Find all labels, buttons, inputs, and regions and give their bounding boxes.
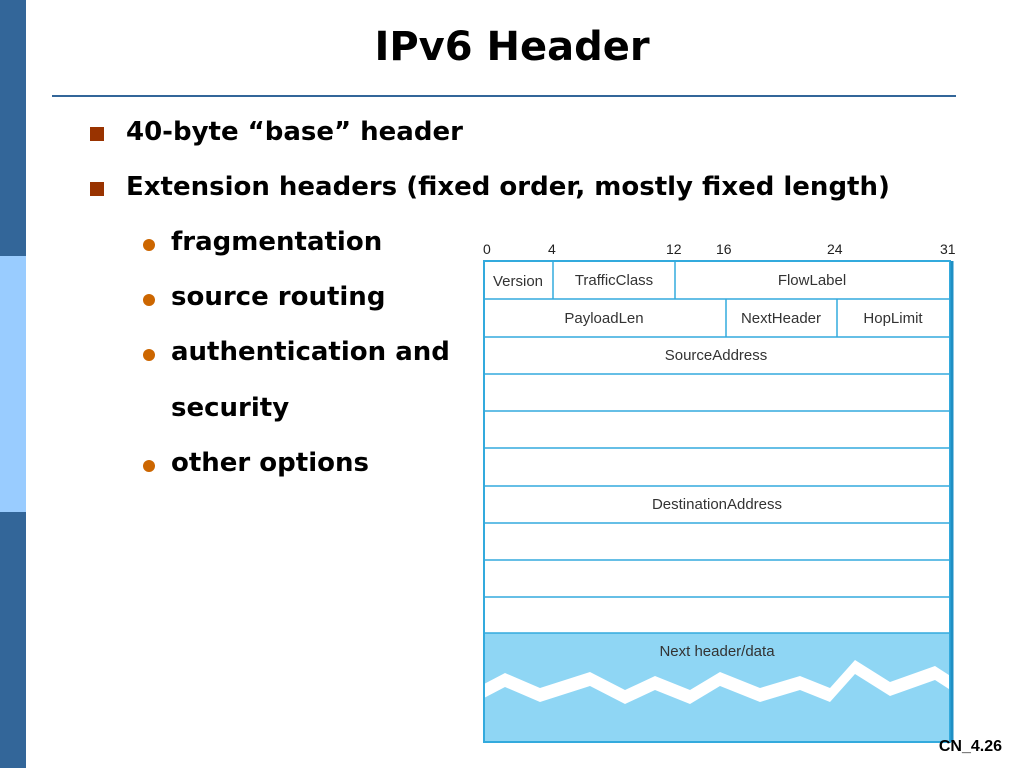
column-dividers [552,261,838,337]
bit-label-16: 16 [716,241,732,257]
sidebar-band-bottom [0,512,26,768]
bullet-item: Extension headers (fixed order, mostly f… [126,172,890,202]
bullet-item: 40-byte “base” header [126,117,463,147]
sub-bullet-item: authentication and [171,337,450,367]
break-zigzag [484,660,952,704]
sub-bullet-item: other options [171,448,369,478]
bit-label-4: 4 [548,241,556,257]
slide-number: CN_4.26 [938,738,1002,755]
title-divider [52,95,956,97]
ipv6-header-diagram: 0 4 12 16 24 31 Version TrafficClass Flo… [483,241,956,743]
field-source-address: SourceAddress [665,347,768,364]
sub-bullet-item: source routing [171,282,386,312]
field-next-header: NextHeader [741,310,821,327]
bit-label-31: 31 [940,241,956,257]
bullet-square-icon [90,182,104,196]
bit-label-12: 12 [666,241,682,257]
bit-label-24: 24 [827,241,843,257]
slide-title: IPv6 Header [374,24,650,70]
field-traffic-class: TrafficClass [575,272,653,289]
field-next-header-data: Next header/data [659,643,775,660]
field-flow-label: FlowLabel [778,272,846,289]
field-destination-address: DestinationAddress [652,496,782,513]
bit-label-0: 0 [483,241,491,257]
sidebar-band-top [0,0,26,256]
sub-bullet-continuation: security [171,393,290,423]
bullet-dot-icon [143,294,155,306]
bullet-dot-icon [143,349,155,361]
sidebar-band-middle [0,256,26,512]
bullet-dot-icon [143,460,155,472]
sub-bullet-item: fragmentation [171,227,383,257]
bullet-square-icon [90,127,104,141]
field-version: Version [493,273,543,290]
diagram-border [483,260,951,743]
row-separators [484,298,950,634]
bullet-dot-icon [143,239,155,251]
field-payload-len: PayloadLen [564,310,643,327]
slide-sidebar [0,0,26,768]
field-hop-limit: HopLimit [863,310,923,327]
